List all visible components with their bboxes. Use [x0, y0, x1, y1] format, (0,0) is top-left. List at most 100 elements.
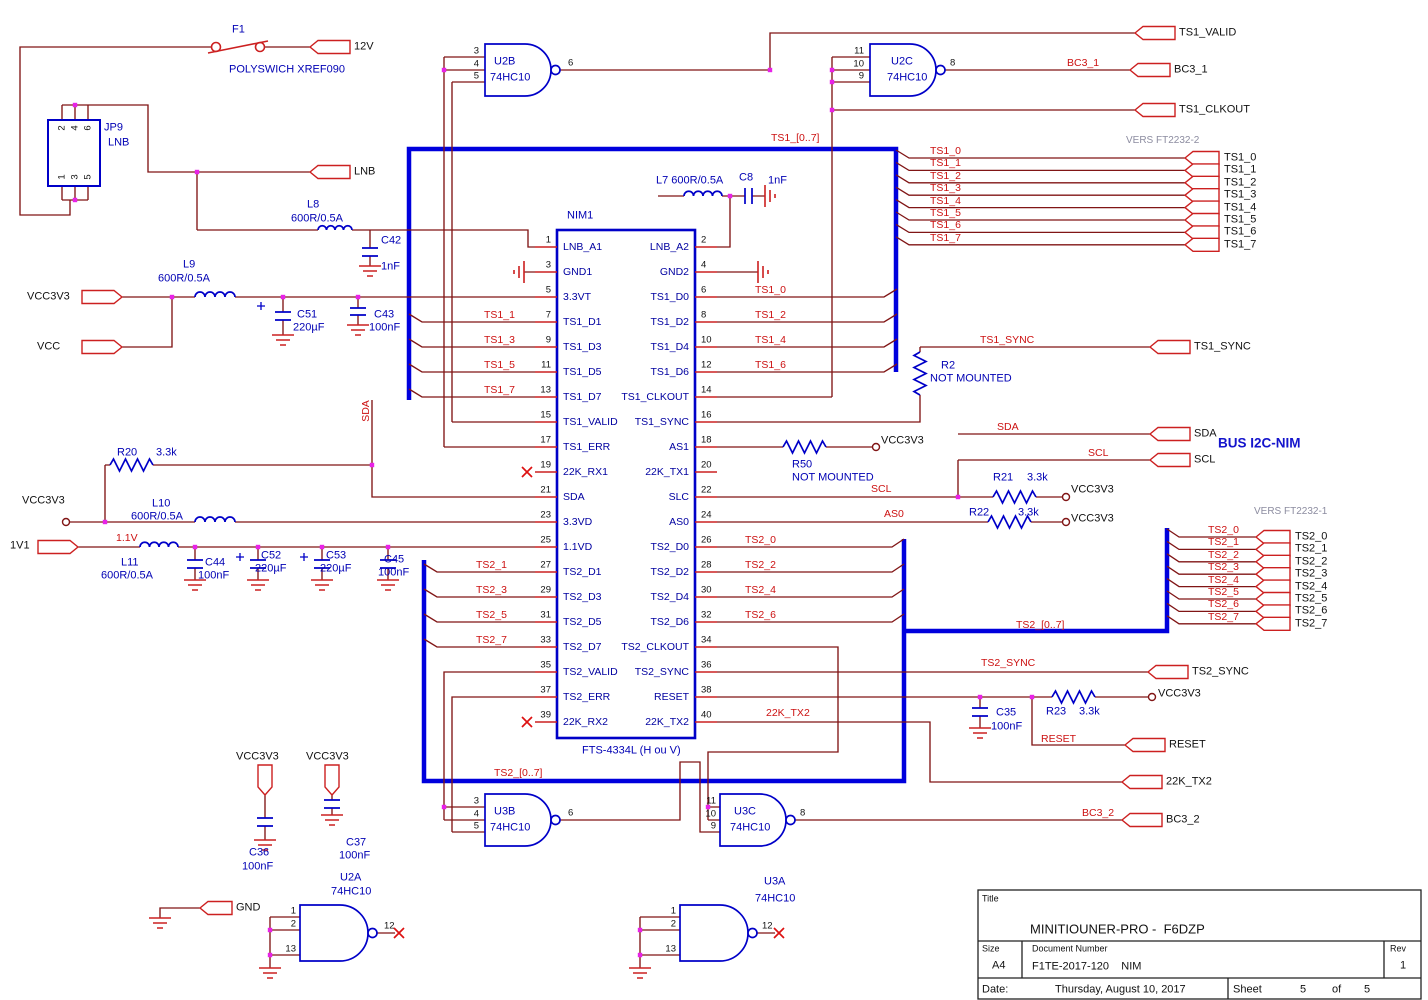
junction-dot — [705, 804, 711, 810]
junction-dot — [319, 544, 325, 550]
title-block-border — [977, 889, 1422, 1000]
junction-dot — [977, 694, 983, 700]
wires-power-row — [122, 271, 758, 348]
junction-dot — [280, 294, 286, 300]
u2c-gate-body — [869, 43, 937, 97]
bus-layer — [406, 146, 1170, 784]
junction-dot — [267, 952, 273, 958]
junction-dot — [385, 544, 391, 550]
wires-ts1-data — [408, 288, 898, 398]
junction-dot — [72, 197, 78, 203]
title-block-dividers — [978, 940, 1421, 999]
tag-scl — [1148, 452, 1191, 468]
vcc3v3-pin — [1147, 692, 1157, 702]
u3b-gate-body — [484, 793, 552, 847]
tag-ts2_3 — [1254, 567, 1291, 582]
wires-i2c — [717, 433, 1150, 523]
no-connect-marks — [393, 466, 785, 939]
r50-resistor — [782, 439, 827, 455]
l11-inductor — [139, 541, 179, 548]
r21-resistor — [992, 489, 1037, 505]
tag-vcc — [81, 339, 124, 355]
wire-ts1_3 — [895, 186, 1185, 196]
wire-ts2_1 — [1166, 540, 1256, 551]
tag-vcc3v3 — [81, 289, 124, 305]
wire-ts2_4 — [1166, 578, 1256, 588]
wires-top-gates — [443, 32, 1135, 448]
junction-dot — [441, 67, 447, 73]
ts2-bus — [421, 539, 907, 784]
title-block — [977, 889, 1422, 1000]
tag-sda — [1148, 426, 1191, 442]
wires-lnb-filter — [658, 195, 1150, 448]
component-layer — [47, 43, 1096, 962]
wire-ts2_5 — [1166, 590, 1256, 600]
tag-ts2_2 — [1254, 554, 1291, 569]
r2-resistor — [912, 351, 928, 396]
tag-ts1-sync — [1148, 339, 1191, 355]
tag-ts2_7 — [1254, 616, 1291, 631]
l9-inductor — [194, 291, 236, 298]
wires-bottom-gates — [443, 646, 1148, 833]
f1-fuse-element — [207, 40, 269, 54]
tag-ts1_4 — [1183, 200, 1220, 215]
tag-bc3-1 — [1128, 62, 1171, 78]
l7-inductor — [683, 190, 723, 197]
junction-dot — [767, 67, 773, 73]
nim-pin-stubs — [535, 246, 717, 723]
vcc3v3-pin — [61, 517, 71, 527]
tag-ts1_3 — [1183, 187, 1220, 203]
tag-lnb — [308, 164, 351, 180]
junction-dot — [369, 462, 375, 468]
tag-22k-tx2 — [1120, 774, 1163, 790]
capacitors — [187, 188, 988, 827]
junction-dot — [829, 67, 835, 73]
wire-ts2_0 — [1166, 528, 1256, 538]
tag-ts1-clkout — [1133, 102, 1176, 118]
junction-dot — [194, 169, 200, 175]
tag-1v1 — [37, 539, 80, 555]
wire-ts1_1 — [895, 161, 1185, 172]
tag-vcc3v3-c36 — [257, 764, 273, 797]
u2b-gate-body — [484, 43, 552, 97]
polarity-plus-signs — [236, 302, 308, 561]
tag-ts2_5 — [1254, 591, 1291, 607]
junction-dot — [255, 544, 261, 550]
u2a-output-bubble — [367, 927, 378, 939]
l8-inductor — [317, 224, 353, 231]
wire-layer — [19, 32, 1150, 968]
junction-dot — [267, 927, 273, 933]
tag-ts2-sync — [1146, 664, 1189, 680]
junction-dot — [1029, 694, 1035, 700]
tag-vcc3v3-c37 — [324, 764, 340, 797]
tag-ts1_7 — [1183, 237, 1220, 253]
u3a-output-bubble — [747, 927, 758, 939]
wire-ts1_0 — [895, 149, 1185, 159]
vcc3v3-pin — [1061, 517, 1071, 527]
symbol-layer — [149, 40, 991, 979]
wire-ts1_6 — [895, 223, 1185, 234]
junction-dot — [72, 102, 78, 108]
tag-bc3-2 — [1120, 812, 1163, 828]
wire-ts2_2 — [1166, 553, 1256, 563]
junction-dot — [102, 519, 108, 525]
u2a-gate-body — [299, 904, 369, 962]
u2c-output-bubble — [935, 64, 946, 76]
l10-inductor — [194, 516, 236, 523]
wires-top-left — [19, 46, 535, 266]
tag-ts2_0 — [1254, 529, 1291, 545]
power-pin-layer — [61, 442, 1157, 702]
junction-dot — [727, 193, 733, 199]
junction-dot — [355, 294, 361, 300]
ground-symbols — [149, 185, 991, 979]
junction-dot — [192, 544, 198, 550]
u3b-output-bubble — [550, 814, 561, 826]
u3c-output-bubble — [785, 814, 796, 826]
tag-layer — [37, 25, 1191, 916]
tag-ts1_6 — [1183, 225, 1220, 240]
ts1-bus — [406, 146, 899, 400]
wire-ts1_5 — [895, 211, 1185, 221]
ts2-bus-branch — [904, 528, 1170, 634]
wire-ts2_7 — [1166, 615, 1256, 625]
